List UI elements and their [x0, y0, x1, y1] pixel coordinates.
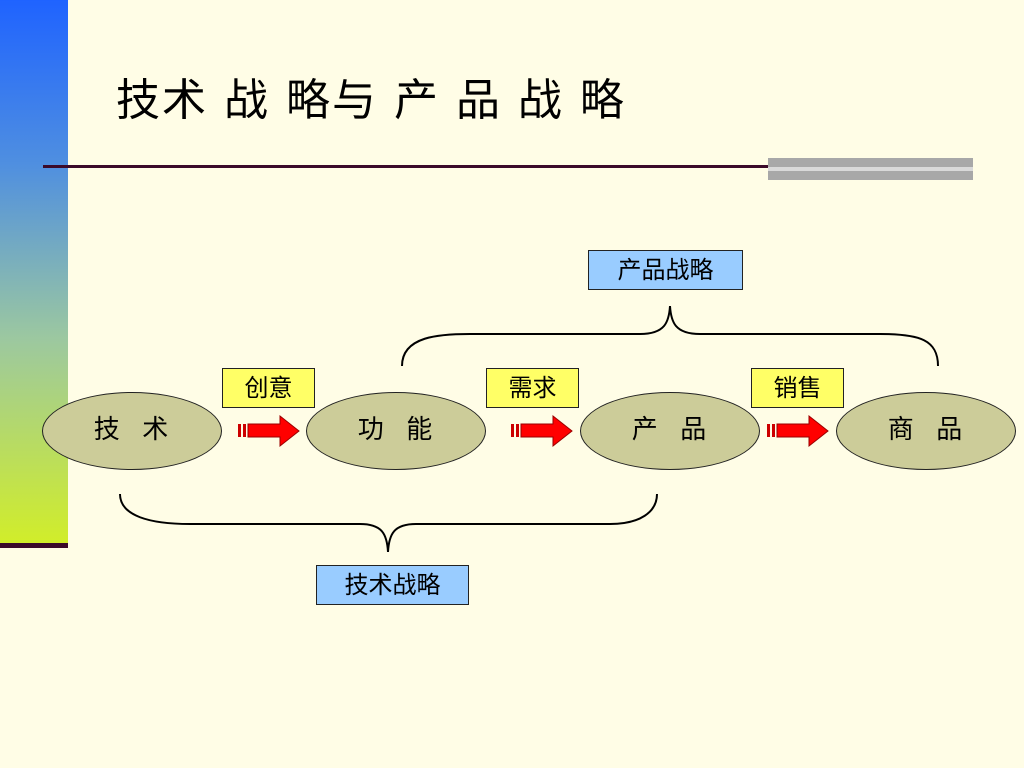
node-function: 功 能 [306, 392, 486, 470]
transition-label-creativity: 创意 [222, 368, 315, 408]
title-underline-accent [768, 158, 973, 180]
bottom-brace [119, 493, 658, 553]
title-underline [43, 165, 773, 168]
node-product: 产 品 [580, 392, 760, 470]
arrow-right-icon [511, 414, 573, 448]
node-technology: 技 术 [42, 392, 222, 470]
sidebar-divider [0, 543, 68, 548]
arrow-right-icon [238, 414, 300, 448]
top-brace [401, 305, 939, 367]
node-commodity: 商 品 [836, 392, 1016, 470]
transition-label-sales: 销售 [751, 368, 844, 408]
transition-label-demand: 需求 [486, 368, 579, 408]
arrow-right-icon [767, 414, 829, 448]
slide-title: 技术 战 略与 产 品 战 略 [116, 75, 626, 126]
tech-strategy-label: 技术战略 [316, 565, 469, 605]
product-strategy-label: 产品战略 [588, 250, 743, 290]
sidebar-gradient-bar [0, 0, 68, 546]
